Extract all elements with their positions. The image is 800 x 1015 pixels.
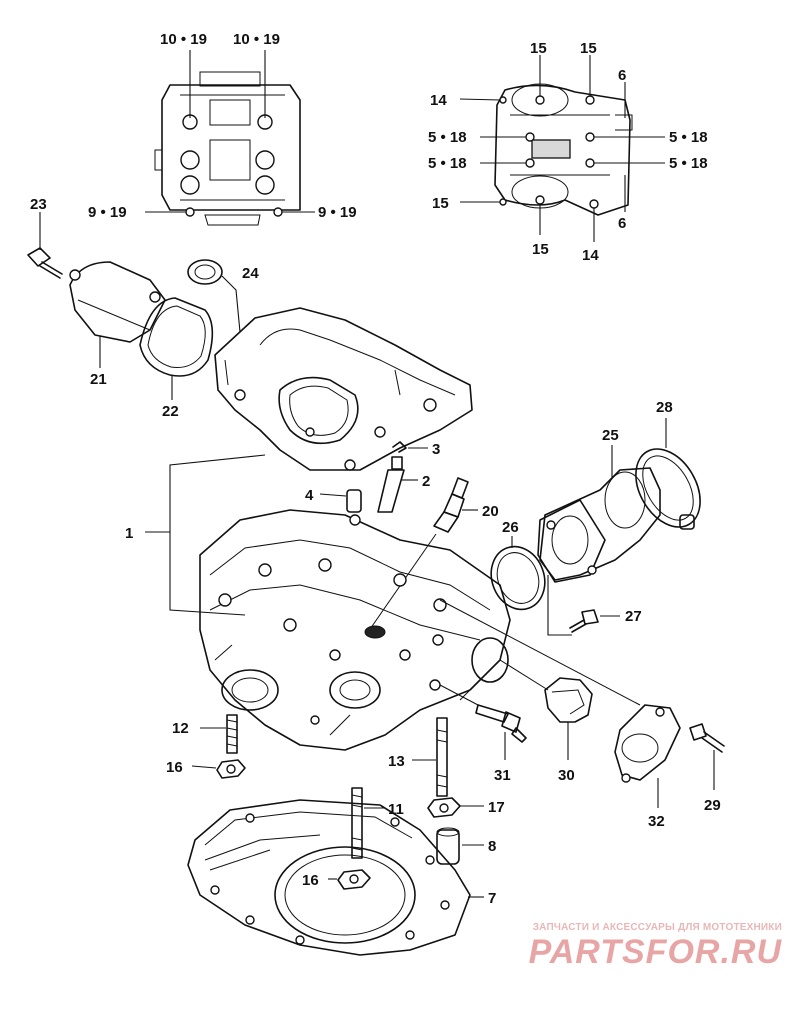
callout-14-top: 14 (430, 92, 447, 109)
callout-17: 17 (488, 799, 505, 816)
callout-31: 31 (494, 767, 511, 784)
callout-16-b: 16 (302, 872, 319, 889)
watermark: ЗАПЧАСТИ И АКСЕССУАРЫ ДЛЯ МОТОТЕХНИКИ PA… (482, 922, 782, 971)
callout-4: 4 (305, 487, 314, 504)
part-4-dowel (319, 489, 362, 513)
callout-5-18-r2: 5 • 18 (669, 155, 708, 172)
part-3-clip (392, 441, 428, 453)
callout-24: 24 (242, 265, 259, 282)
callout-6-top: 6 (618, 67, 626, 84)
callout-9-19-right: 9 • 19 (318, 204, 357, 221)
callout-3: 3 (432, 441, 440, 458)
callout-15-bottom: 15 (532, 241, 549, 258)
cam-holder-upper (214, 307, 473, 471)
cover-inset-leaders (459, 55, 665, 242)
callout-25: 25 (602, 427, 619, 444)
callout-1: 1 (125, 525, 133, 542)
callout-21: 21 (90, 371, 107, 388)
callout-28: 28 (656, 399, 673, 416)
part-16-nut-b (328, 869, 371, 890)
part-17-nut (427, 797, 484, 818)
part-1-bracket-leader (145, 454, 266, 616)
callout-10-19-right: 10 • 19 (233, 31, 280, 48)
callout-10-19-left: 10 • 19 (160, 31, 207, 48)
callout-32: 32 (648, 813, 665, 830)
cylinder-head (199, 509, 511, 751)
part-26-o-ring (490, 536, 572, 636)
head-top-view-inset (154, 71, 301, 226)
part-31-sensor (439, 684, 527, 760)
part-32-outlet (439, 599, 681, 808)
part-21-cover (69, 261, 166, 368)
part-27-screw (569, 609, 620, 633)
part-16-nut-a (191, 759, 246, 779)
part-28-clamp (635, 418, 701, 530)
part-24-plug (187, 259, 241, 333)
callout-16-a: 16 (166, 759, 183, 776)
callout-13: 13 (388, 753, 405, 770)
watermark-tagline: ЗАПЧАСТИ И АКСЕССУАРЫ ДЛЯ МОТОТЕХНИКИ (532, 922, 782, 933)
callout-11: 11 (388, 801, 404, 818)
part-30-thermostat (499, 659, 593, 760)
callout-5-18-r1: 5 • 18 (669, 129, 708, 146)
callout-14-bottom: 14 (582, 247, 599, 264)
part-23-bolt (27, 212, 63, 279)
callout-30: 30 (558, 767, 575, 784)
callout-2: 2 (422, 473, 430, 490)
callout-labels: 10 • 19 10 • 19 9 • 19 9 • 19 15 15 6 14… (30, 31, 721, 907)
callout-9-19-left: 9 • 19 (88, 204, 127, 221)
callout-20: 20 (482, 503, 499, 520)
part-11-stud (351, 787, 384, 859)
callout-15-a: 15 (530, 40, 547, 57)
part-7-gasket (187, 799, 484, 956)
callout-8: 8 (488, 838, 496, 855)
inset-leaders-top (145, 50, 315, 213)
part-22-gasket (139, 297, 214, 400)
callout-15-b: 15 (580, 40, 597, 57)
callout-26: 26 (502, 519, 519, 536)
part-25-intake (537, 445, 661, 583)
cover-top-view-inset (494, 83, 633, 216)
callout-5-18-l1: 5 • 18 (428, 129, 467, 146)
callout-29: 29 (704, 797, 721, 814)
part-20-spark-plug (367, 477, 478, 633)
part-13-stud (412, 717, 448, 797)
part-12-stud (200, 714, 238, 754)
watermark-logo: PARTSFOR.RU (528, 933, 782, 971)
callout-12: 12 (172, 720, 189, 737)
part-8-dowel (436, 827, 484, 865)
part-2-pin (377, 456, 418, 513)
callout-23: 23 (30, 196, 47, 213)
callout-15-left: 15 (432, 195, 449, 212)
part-29-bolt (689, 723, 725, 790)
callout-5-18-l2: 5 • 18 (428, 155, 467, 172)
callout-6-bottom: 6 (618, 215, 626, 232)
callout-7: 7 (488, 890, 496, 907)
callout-22: 22 (162, 403, 179, 420)
callout-27: 27 (625, 608, 642, 625)
